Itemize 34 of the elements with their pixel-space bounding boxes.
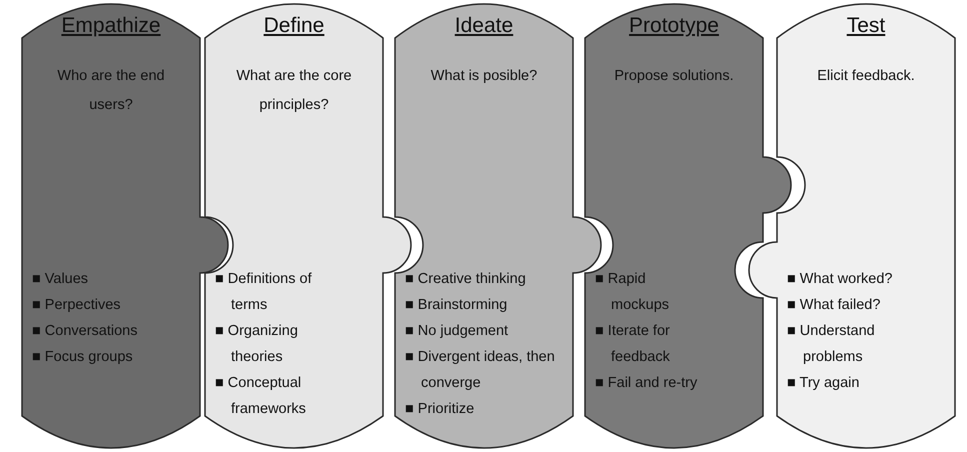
stage-question: What are the core principles? [235, 67, 353, 115]
puzzle-piece [393, 0, 603, 452]
stage-question: Who are the end users? [56, 67, 166, 115]
bullet-item: ■ No judgement [405, 322, 510, 341]
puzzle-piece [20, 0, 230, 452]
bullet-item: ■ Creative thinking [405, 270, 527, 289]
puzzle-piece [583, 0, 793, 452]
stage-heading: Prototype [628, 14, 720, 38]
bullet-item: ■ Conceptual frameworks [215, 374, 307, 419]
stage-question: Elicit feedback. [816, 67, 916, 86]
bullet-item: ■ Rapid mockups [595, 270, 670, 315]
bullet-item: ■ Divergent ideas, then converge [405, 348, 555, 393]
bullet-item: ■ Conversations [32, 322, 138, 341]
stage-question: Propose solutions. [613, 67, 735, 86]
bullet-item: ■ Try again [787, 374, 860, 393]
bullet-item: ■ Understand problems [787, 322, 876, 367]
bullet-item: ■ Prioritize [405, 400, 476, 419]
puzzle-piece [203, 0, 413, 452]
bullet-item: ■ Perpectives [32, 296, 122, 315]
bullet-item: ■ Brainstorming [405, 296, 508, 315]
stage-heading: Test [846, 14, 886, 38]
bullet-item: ■ Values [32, 270, 90, 289]
bullet-item: ■ What failed? [787, 296, 882, 315]
bullet-item: ■ Focus groups [32, 348, 134, 367]
bullet-item: ■ Definitions of terms [215, 270, 313, 315]
bullet-item: ■ Fail and re-try [595, 374, 698, 393]
puzzle-piece [747, 0, 957, 452]
bullet-item: ■ Iterate for feedback [595, 322, 671, 367]
bullet-item: ■ What worked? [787, 270, 894, 289]
stage-heading: Empathize [60, 14, 162, 38]
stage-heading: Define [262, 14, 326, 38]
stage-heading: Ideate [454, 14, 514, 38]
bullet-item: ■ Organizing theories [215, 322, 299, 367]
stage-question: What is posible? [430, 67, 538, 86]
